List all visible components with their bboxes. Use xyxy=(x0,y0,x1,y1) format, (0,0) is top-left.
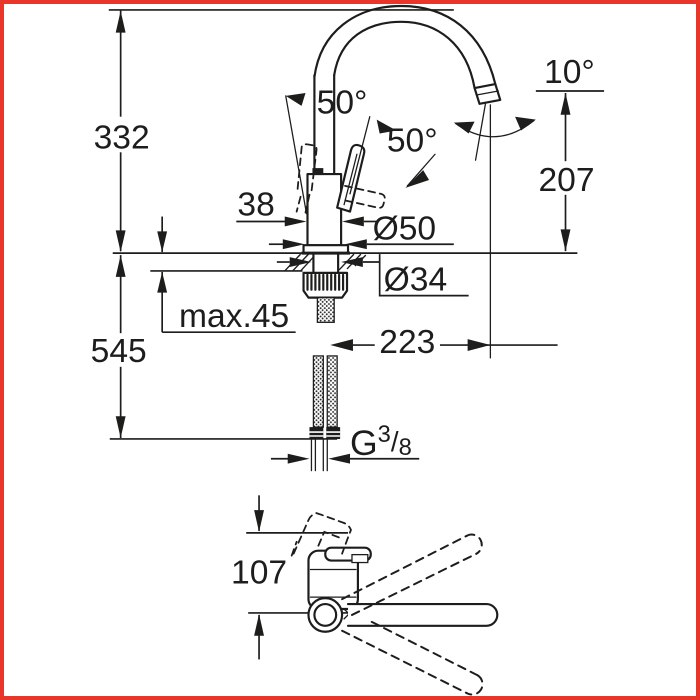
dim-50-left: 50° xyxy=(285,85,397,215)
dim-thread-label: G3/8 xyxy=(350,422,412,463)
handle-dashed-right xyxy=(295,185,386,213)
dim-545-label: 545 xyxy=(91,333,147,370)
topview-handle-dashed xyxy=(290,512,352,557)
dim-50-right-label: 50° xyxy=(387,122,438,159)
swivel-joint xyxy=(307,597,355,633)
dim-207: 207 xyxy=(537,92,596,252)
dimension-drawing: 50° 50° 332 545 xyxy=(90,4,605,696)
dim-107-label: 107 xyxy=(231,554,287,591)
dim-10deg-label: 10° xyxy=(544,54,595,91)
dim-dia50: Ø50 xyxy=(268,210,454,250)
dim-10deg: 10° xyxy=(453,54,605,138)
dim-107: 107 xyxy=(231,495,459,660)
dim-38: 38 xyxy=(236,187,377,227)
thread-numerator: 3 xyxy=(378,422,391,448)
dim-max45-label: max.45 xyxy=(179,298,289,335)
shank xyxy=(312,252,340,274)
dim-dia34: Ø34 xyxy=(276,254,469,299)
mounting-nut xyxy=(302,271,349,299)
lever-pivot-tab xyxy=(312,168,324,176)
topview-spout-solid xyxy=(346,602,499,627)
dim-thread: G3/8 xyxy=(270,422,420,464)
threaded-shank xyxy=(316,296,335,323)
dim-max45: max.45 xyxy=(157,216,296,335)
dim-dia34-label: Ø34 xyxy=(384,262,448,299)
dim-dia50-label: Ø50 xyxy=(373,210,437,247)
dim-332-label: 332 xyxy=(94,119,150,156)
escutcheon xyxy=(301,244,350,255)
hose-fittings xyxy=(309,427,341,439)
topview-spout-dashed-down xyxy=(341,620,484,696)
handle-solid xyxy=(336,143,366,213)
spout xyxy=(313,4,502,359)
dim-50-right: 50° xyxy=(387,122,438,188)
dim-332: 332 xyxy=(91,9,454,253)
dim-50-left-label: 50° xyxy=(317,85,368,122)
dim-38-label: 38 xyxy=(237,187,274,224)
topview-handle xyxy=(324,546,372,564)
connection-pipes xyxy=(310,438,328,472)
thread-slash: / xyxy=(391,426,399,457)
dim-223-label: 223 xyxy=(379,324,435,361)
dim-545: 545 xyxy=(90,255,338,440)
thread-denominator: 8 xyxy=(399,435,412,461)
thread-g: G xyxy=(350,423,378,463)
supply-hoses xyxy=(312,355,338,428)
dim-223: 223 xyxy=(330,324,558,361)
faucet-body xyxy=(306,74,343,247)
dim-207-label: 207 xyxy=(538,162,594,199)
topview-spout-dashed-up xyxy=(341,533,483,616)
